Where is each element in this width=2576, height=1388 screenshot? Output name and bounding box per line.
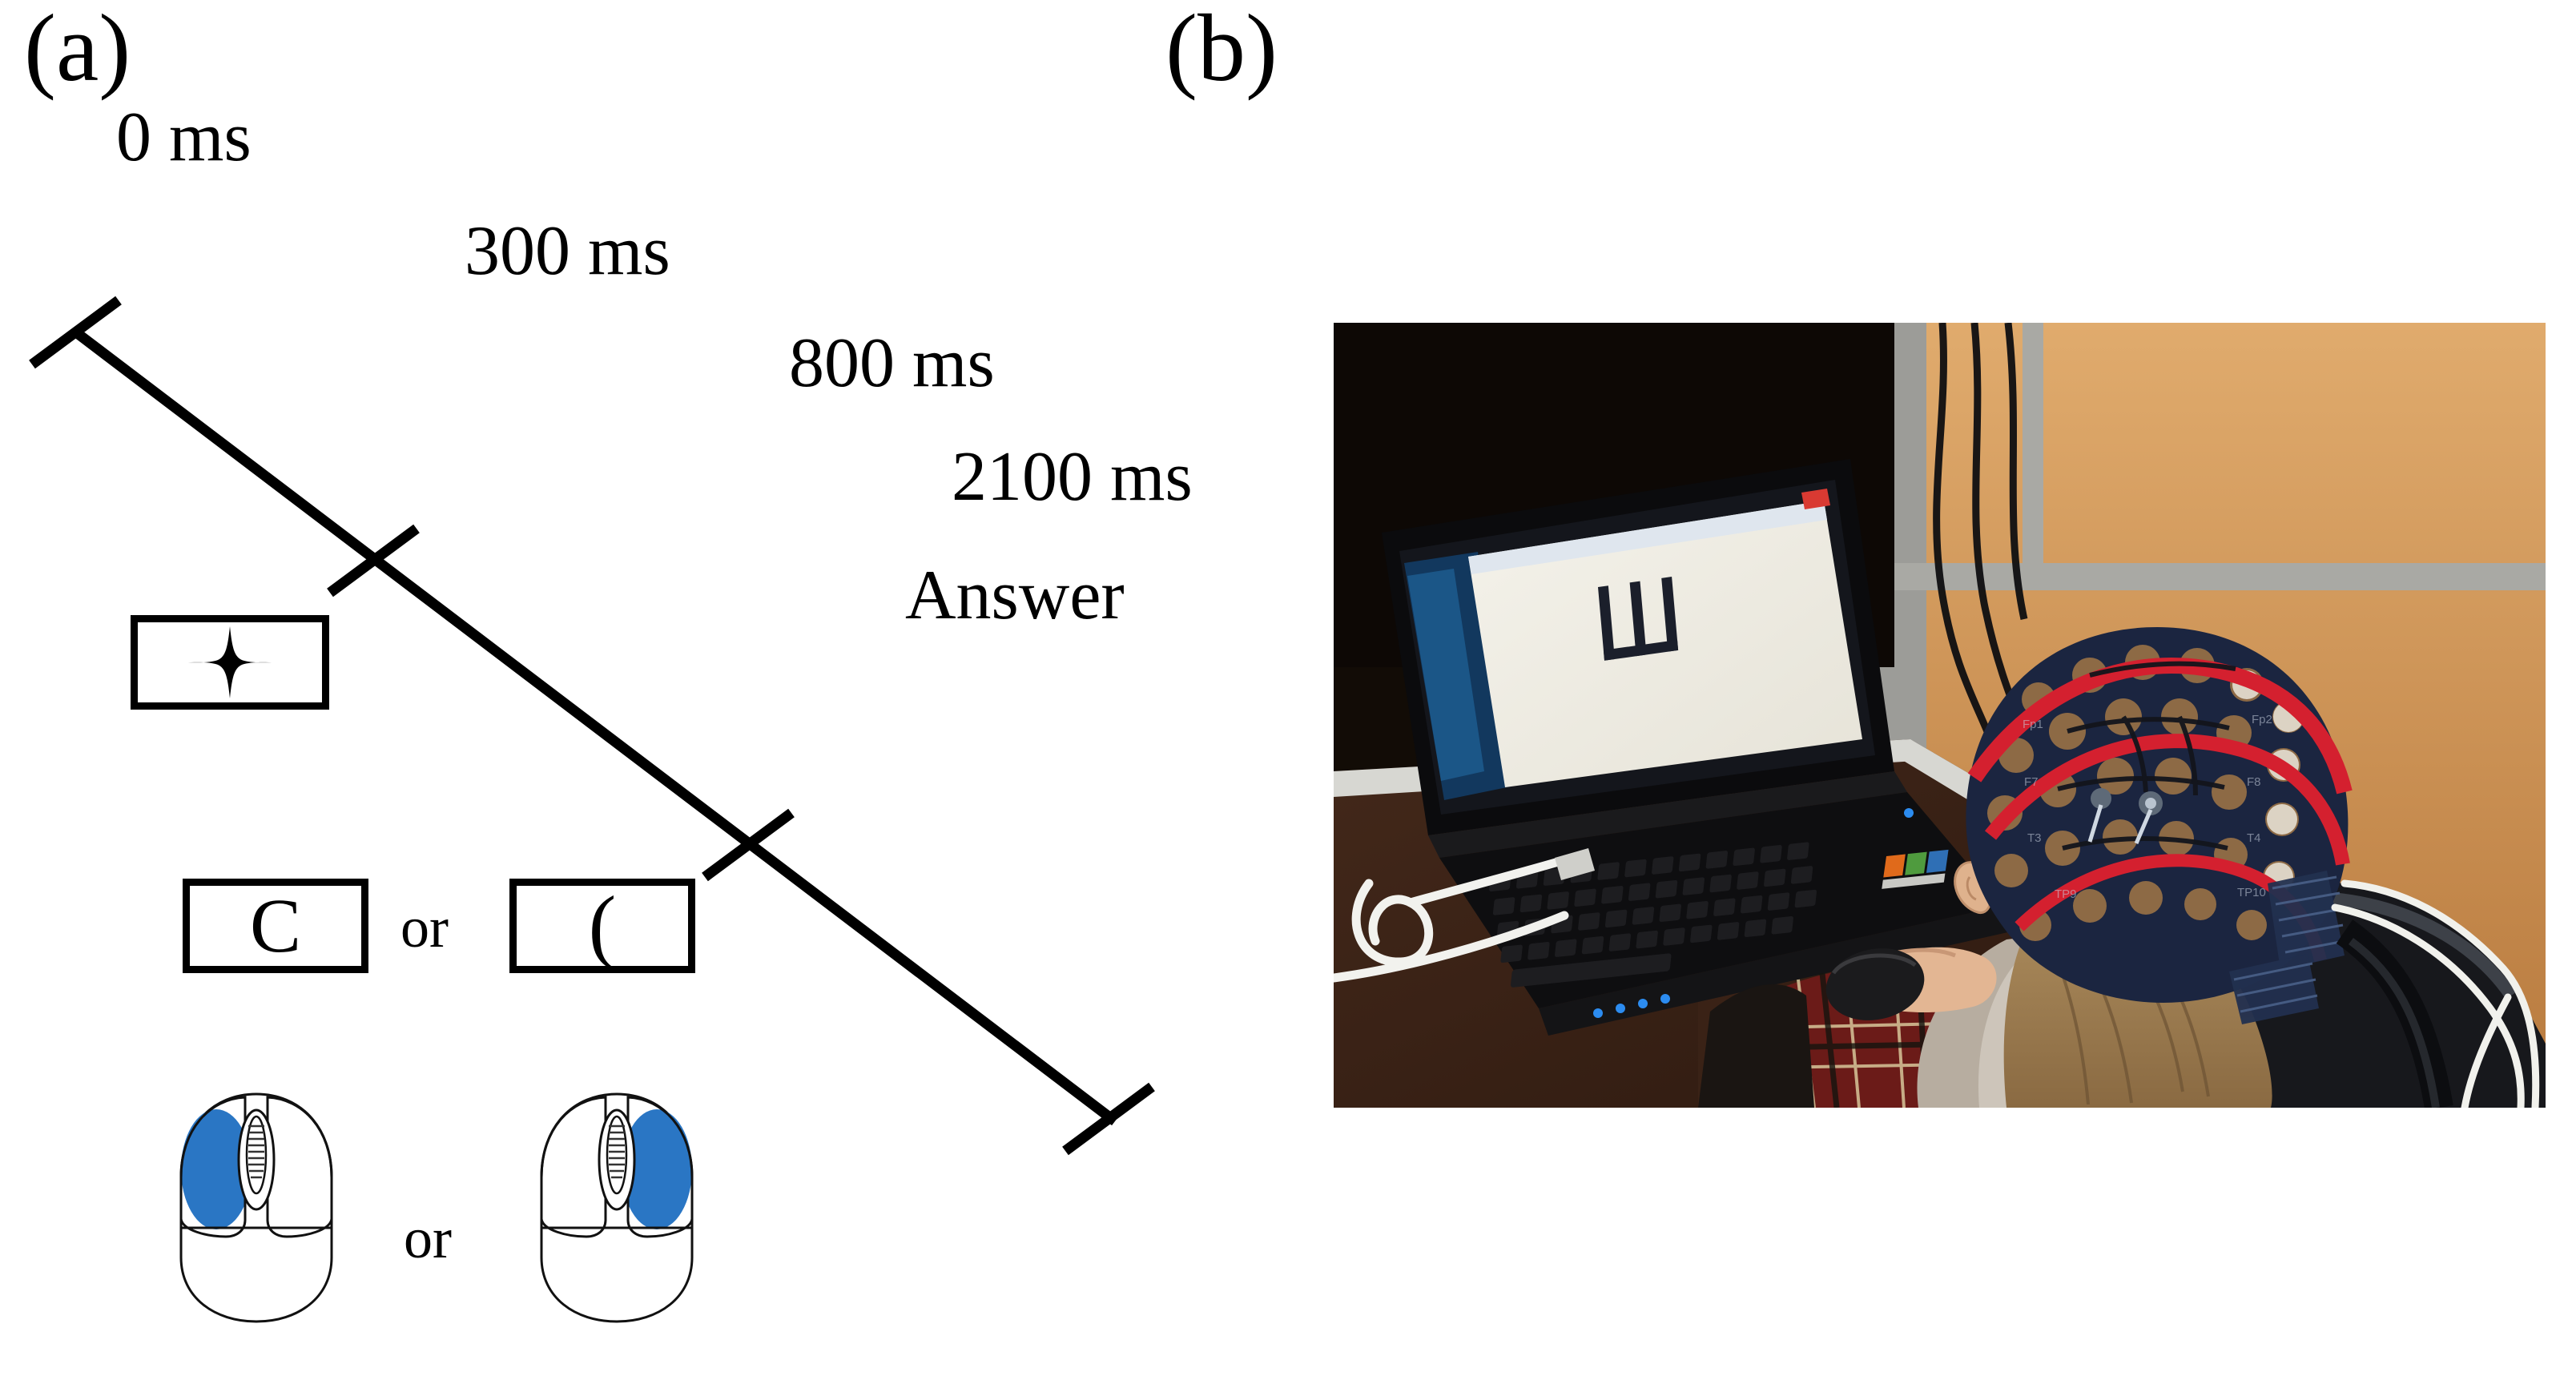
eeg-cap-red-stripe xyxy=(1967,658,2353,795)
timeline-label-0ms: 0 ms xyxy=(116,99,252,176)
svg-text:F7: F7 xyxy=(2024,775,2039,789)
timeline-axis xyxy=(73,328,1118,1126)
stimulus-box-paren: ( xyxy=(509,879,695,973)
svg-text:TP9: TP9 xyxy=(2055,887,2077,901)
svg-text:Fp1: Fp1 xyxy=(2023,718,2043,731)
mouse-left-button-highlight xyxy=(181,1109,252,1229)
four-point-star-icon xyxy=(185,626,275,698)
tick-2100ms xyxy=(1062,1082,1155,1156)
tick-800ms xyxy=(702,808,795,882)
timeline-label-answer: Answer xyxy=(905,557,1125,634)
eeg-session-photograph: Fp1 Fp2 F7 F8 T3 T4 TP9 TP10 xyxy=(1334,323,2546,1108)
stimulus-glyph-c: C xyxy=(249,882,302,968)
response-or-label: or xyxy=(404,1206,452,1270)
mouse-right-button-icon xyxy=(529,1088,705,1328)
timeline-label-2100ms: 2100 ms xyxy=(952,438,1193,516)
fixation-stimulus-box xyxy=(131,615,329,710)
svg-text:F8: F8 xyxy=(2247,775,2261,789)
trial-timeline-diagram xyxy=(29,296,1155,1156)
timeline-label-300ms: 300 ms xyxy=(465,212,670,290)
mouse-scroll-wheel-icon xyxy=(245,1115,268,1195)
mouse-left-button-icon xyxy=(168,1088,344,1328)
mouse-scroll-wheel-icon xyxy=(606,1115,628,1195)
stimulus-or-label: or xyxy=(400,895,449,960)
stimulus-box-letter-c: C xyxy=(183,879,368,973)
svg-text:T4: T4 xyxy=(2247,831,2261,845)
panel-b-label: (b) xyxy=(1165,0,1278,101)
stimulus-glyph-paren: ( xyxy=(588,879,617,972)
tick-0ms xyxy=(29,296,122,369)
panel-a-label: (a) xyxy=(24,0,131,101)
tick-300ms xyxy=(327,524,420,597)
timeline-label-800ms: 800 ms xyxy=(789,324,995,402)
svg-text:TP10: TP10 xyxy=(2237,886,2266,899)
svg-text:T3: T3 xyxy=(2027,831,2042,845)
mouse-right-button-highlight xyxy=(622,1109,692,1229)
svg-text:Fp2: Fp2 xyxy=(2252,713,2272,726)
